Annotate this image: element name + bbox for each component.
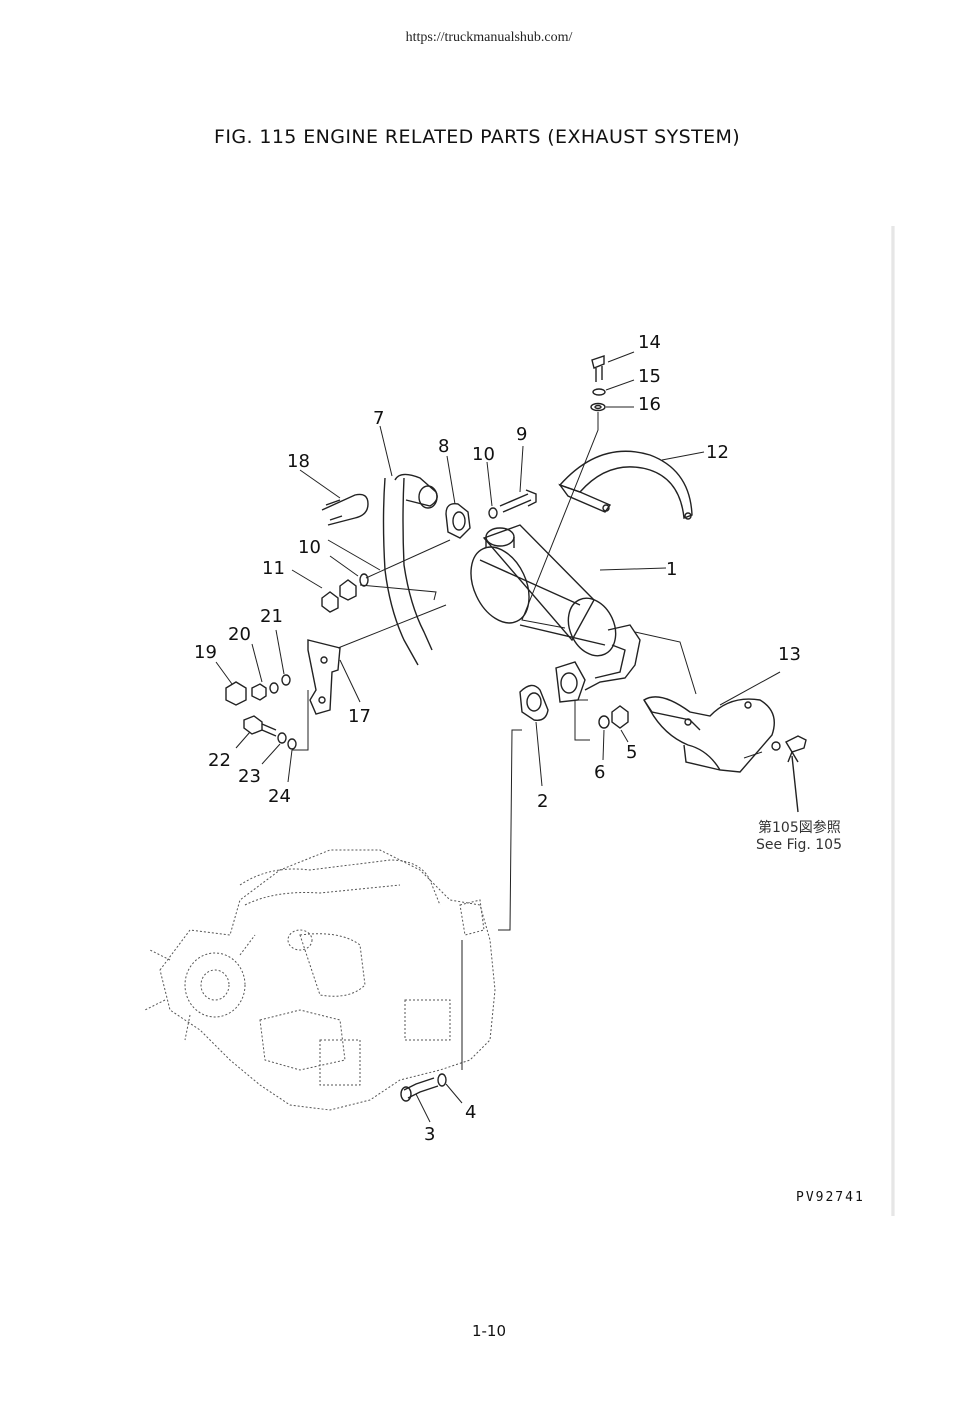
callout-17: 17 — [348, 706, 371, 727]
callout-24: 24 — [268, 786, 291, 807]
engine-drawing — [144, 849, 496, 1111]
callout-22: 22 — [208, 750, 231, 771]
nut-5-and-washer-6 — [574, 699, 629, 761]
callout-12: 12 — [706, 442, 729, 463]
hardware-22-23-24 — [235, 715, 297, 783]
bracket-17 — [292, 604, 447, 751]
callout-10-left: 10 — [298, 537, 321, 558]
callout-11: 11 — [262, 558, 285, 579]
callout-labels: 1 2 3 4 5 6 7 8 9 10 10 11 12 13 14 15 1… — [194, 332, 801, 1145]
bolt-3-and-washer-4 — [400, 729, 522, 1123]
cross-ref-english: See Fig. 105 — [756, 837, 842, 853]
callout-23: 23 — [238, 766, 261, 787]
page-number: 1-10 — [471, 1322, 507, 1340]
callout-4: 4 — [465, 1102, 476, 1123]
callout-20: 20 — [228, 624, 251, 645]
callout-13: 13 — [778, 644, 801, 665]
callout-16: 16 — [638, 394, 661, 415]
callout-15: 15 — [638, 366, 661, 387]
callout-1: 1 — [666, 559, 677, 580]
callout-8: 8 — [438, 436, 449, 457]
callout-10-top: 10 — [472, 444, 495, 465]
callout-6: 6 — [594, 762, 605, 783]
callout-21: 21 — [260, 606, 283, 627]
cross-ref-japanese: 第105図参照 — [758, 819, 841, 836]
hardware-19-20-21 — [215, 629, 291, 706]
gasket-2 — [519, 684, 549, 787]
callout-14: 14 — [638, 332, 661, 353]
callout-18: 18 — [287, 451, 310, 472]
u-bolt-18-nut-11-washer-10 — [291, 469, 437, 613]
clamp-8-bolt-9-washer-10 — [365, 445, 537, 579]
callout-19: 19 — [194, 642, 217, 663]
scan-edge-shadow — [891, 226, 895, 1216]
drawing-code: PV92741 — [796, 1190, 865, 1205]
muffler-1 — [470, 524, 667, 703]
callout-5: 5 — [626, 742, 637, 763]
callout-2: 2 — [537, 791, 548, 812]
callout-7: 7 — [373, 408, 384, 429]
heat-cover-12 — [521, 351, 705, 629]
source-url[interactable]: https://truckmanualshub.com/ — [405, 30, 573, 45]
heat-cover-13 — [634, 631, 807, 813]
tail-pipe-7 — [379, 425, 438, 666]
callout-3: 3 — [424, 1124, 435, 1145]
callout-9: 9 — [516, 424, 527, 445]
figure-title: FIG. 115 ENGINE RELATED PARTS (EXHAUST S… — [214, 126, 741, 148]
